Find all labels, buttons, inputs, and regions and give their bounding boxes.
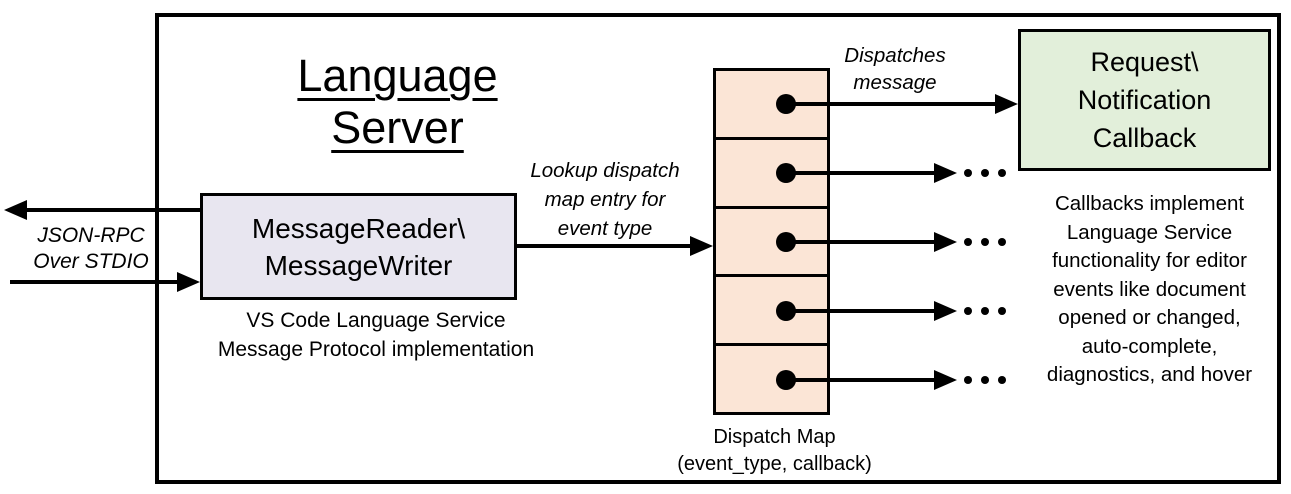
diagram-title: Language Server bbox=[297, 50, 498, 153]
stdio-in-arrowhead-icon bbox=[177, 272, 200, 292]
callback-box: Request\ Notification Callback bbox=[1018, 29, 1271, 171]
ellipsis-icon bbox=[964, 376, 1006, 384]
message-reader-writer-box: MessageReader\ MessageWriter bbox=[200, 193, 517, 300]
dispatch-arrowhead-icon bbox=[934, 301, 957, 321]
lookup-arrow-line bbox=[517, 244, 693, 248]
stdio-out-arrowhead-icon bbox=[4, 200, 27, 220]
dispatch-map-caption: Dispatch Map (event_type, callback) bbox=[677, 426, 872, 475]
dispatch-map-cell bbox=[716, 343, 827, 412]
dispatch-map-cell bbox=[716, 274, 827, 343]
dispatch-arrowhead-icon bbox=[934, 163, 957, 183]
stdio-out-arrow-line bbox=[24, 208, 200, 212]
stdio-in-arrow-line bbox=[10, 280, 180, 284]
dispatch-arrow-line bbox=[786, 240, 935, 244]
language-server-box bbox=[155, 13, 1281, 484]
lookup-label: Lookup dispatch map entry for event type bbox=[530, 159, 680, 240]
message-reader-caption: VS Code Language Service Message Protoco… bbox=[217, 309, 535, 361]
dispatch-arrow-line bbox=[786, 378, 935, 382]
ellipsis-icon bbox=[964, 238, 1006, 246]
lookup-arrowhead-icon bbox=[690, 236, 713, 256]
dispatch-arrowhead-icon bbox=[995, 94, 1018, 114]
dispatch-arrow-line bbox=[786, 309, 935, 313]
callback-label: Request\ Notification Callback bbox=[1077, 47, 1212, 153]
dispatch-arrow-line bbox=[786, 102, 998, 106]
dispatch-arrowhead-icon bbox=[934, 370, 957, 390]
ellipsis-icon bbox=[964, 307, 1006, 315]
dispatch-arrowhead-icon bbox=[934, 232, 957, 252]
dispatch-map-cell bbox=[716, 136, 827, 206]
dispatches-message-label: Dispatches message bbox=[844, 44, 946, 94]
ellipsis-icon bbox=[964, 169, 1006, 177]
dispatch-map-cell bbox=[716, 205, 827, 275]
callback-caption: Callbacks implement Language Service fun… bbox=[1046, 192, 1253, 386]
dispatch-arrow-line bbox=[786, 171, 935, 175]
json-rpc-label: JSON-RPC Over STDIO bbox=[33, 224, 149, 273]
message-reader-writer-label: MessageReader\ MessageWriter bbox=[251, 212, 466, 281]
